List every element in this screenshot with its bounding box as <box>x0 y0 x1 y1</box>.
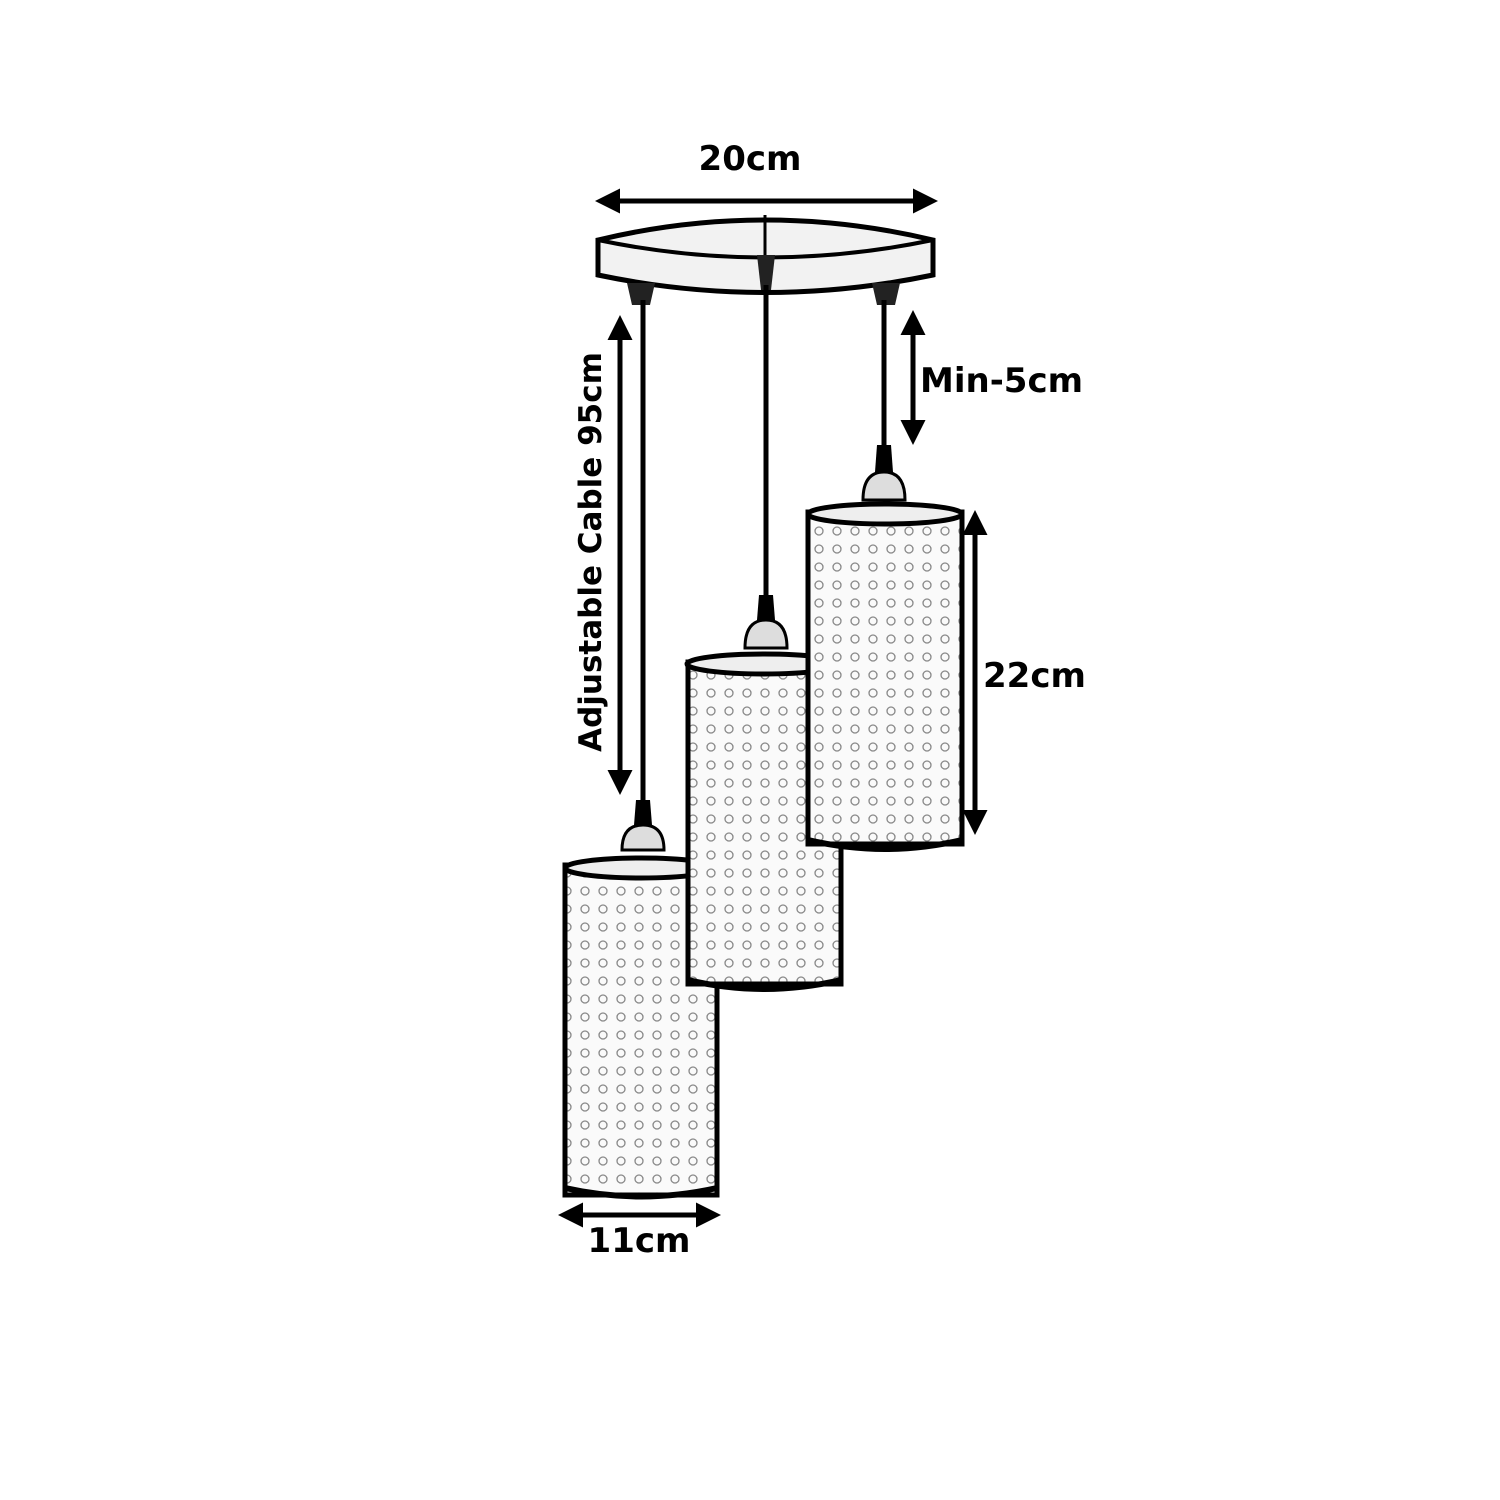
min-drop-label: Min-5cm <box>920 361 1083 401</box>
pendant-lamp-left <box>562 800 720 1200</box>
pendant-lamp-right <box>805 445 965 852</box>
canopy-width-label: 20cm <box>699 139 802 179</box>
cable-length-label: Adjustable Cable 95cm <box>573 352 609 752</box>
shade-width-label: 11cm <box>588 1221 691 1261</box>
ceiling-canopy <box>595 215 936 305</box>
shade-height-label: 22cm <box>983 656 1086 696</box>
